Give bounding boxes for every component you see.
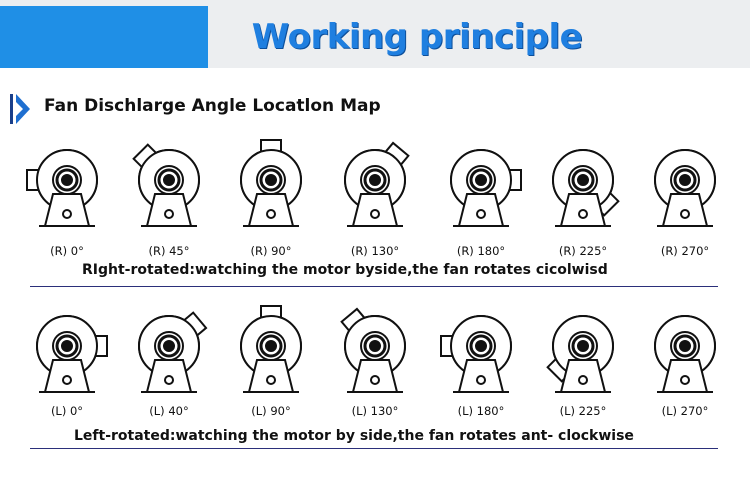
angle-label: (L) 0° (50, 404, 84, 418)
angle-label: (R) 180° (456, 244, 506, 258)
angle-label: (R) 270° (660, 244, 710, 258)
fan-diagram-l-225 (546, 315, 614, 393)
fan-diagram-r-180 (450, 149, 522, 227)
chevron-right-icon (10, 94, 30, 124)
banner-accent-bar (0, 6, 208, 68)
page-title: Working principle (251, 17, 583, 57)
fan-diagram-l-40 (138, 311, 208, 393)
left-rotated-caption: Left-rotated:watching the motor by side,… (74, 428, 634, 444)
angle-label: (R) 90° (250, 244, 292, 258)
angle-label: (L) 90° (251, 404, 291, 418)
fan-diagram-r-270 (654, 149, 716, 227)
fan-diagram-r-45 (132, 143, 200, 227)
angle-label: (L) 270° (661, 404, 709, 418)
fan-diagram-r-130 (344, 141, 410, 227)
angle-label: (L) 40° (149, 404, 189, 418)
fan-diagram-l-270 (654, 315, 716, 393)
right-rotated-divider (30, 286, 718, 287)
fan-diagram-l-180 (440, 315, 512, 393)
left-rotated-divider (30, 448, 718, 449)
fan-diagram-l-130 (340, 307, 406, 393)
fan-diagram-r-90 (240, 139, 302, 227)
section-title: Fan Dischlarge Angle Locatlon Map (44, 96, 381, 116)
fan-diagram-l-0 (36, 315, 108, 393)
angle-label: (L) 180° (457, 404, 505, 418)
angle-label: (L) 130° (351, 404, 399, 418)
fan-diagram-l-90 (240, 305, 302, 393)
angle-label: (R) 45° (148, 244, 190, 258)
fan-diagram-r-0 (26, 149, 98, 227)
angle-label: (R) 130° (350, 244, 400, 258)
fan-diagram-r-225 (552, 149, 620, 227)
angle-label: (R) 225° (558, 244, 608, 258)
angle-label: (R) 0° (50, 244, 84, 258)
angle-label: (L) 225° (559, 404, 607, 418)
right-rotated-caption: RIght-rotated:watching the motor byside,… (82, 262, 608, 278)
